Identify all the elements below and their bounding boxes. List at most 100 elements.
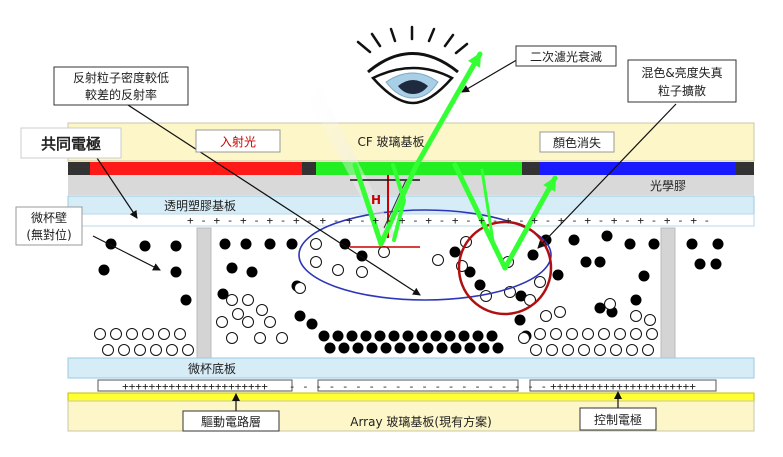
black-matrix bbox=[302, 162, 316, 175]
black-particle bbox=[286, 238, 298, 250]
black-particle bbox=[449, 246, 461, 258]
white-particle bbox=[310, 256, 322, 268]
driving-circuit-label: 驅動電路層 bbox=[201, 414, 261, 429]
black-particle bbox=[478, 342, 490, 354]
white-particle bbox=[182, 344, 194, 356]
white-particle bbox=[432, 254, 444, 266]
black-particle bbox=[552, 269, 564, 281]
black-particle bbox=[217, 288, 229, 300]
black-particle bbox=[408, 342, 420, 354]
micro-cup-wall-label-line2: (無對位) bbox=[26, 227, 71, 242]
reflective-label-line2: 較差的反射率 bbox=[85, 87, 157, 102]
micro-cup-wall-left bbox=[196, 227, 212, 359]
white-particle bbox=[102, 344, 114, 356]
white-particle bbox=[276, 332, 288, 344]
white-particle bbox=[626, 344, 638, 356]
white-particle bbox=[550, 328, 562, 340]
black-particle bbox=[318, 330, 330, 342]
black-particle bbox=[324, 342, 336, 354]
color-mix-label-line1: 混色&亮度失真 bbox=[641, 65, 722, 80]
black-particle bbox=[430, 330, 442, 342]
incident-light-beam bbox=[298, 80, 396, 240]
black-particle bbox=[422, 342, 434, 354]
incident-light-label: 入射光 bbox=[220, 134, 256, 149]
black-particle bbox=[527, 249, 539, 261]
double-filter-label: 二次濾光衰減 bbox=[530, 49, 602, 64]
red-filter bbox=[90, 162, 302, 175]
black-particle bbox=[464, 266, 476, 278]
blue-filter bbox=[540, 162, 736, 175]
white-particle bbox=[594, 344, 606, 356]
white-particle bbox=[134, 344, 146, 356]
black-particle bbox=[246, 266, 258, 278]
white-particle bbox=[242, 316, 254, 328]
white-particle bbox=[118, 344, 130, 356]
white-particle bbox=[598, 328, 610, 340]
black-particle bbox=[648, 238, 660, 250]
black-particle bbox=[219, 238, 231, 250]
white-particle bbox=[644, 314, 656, 326]
white-particle bbox=[356, 266, 368, 278]
white-particle bbox=[534, 328, 546, 340]
white-particle bbox=[566, 328, 578, 340]
micro-cup-wall-right bbox=[660, 227, 676, 359]
black-particle bbox=[139, 240, 151, 252]
array-glass-substrate-layer bbox=[67, 392, 755, 402]
color-mix-label-box bbox=[627, 59, 737, 103]
black-particle bbox=[694, 258, 706, 270]
black-particle bbox=[360, 330, 372, 342]
black-particle bbox=[492, 342, 504, 354]
white-particle bbox=[630, 328, 642, 340]
callout-arrow-reflective bbox=[107, 91, 421, 296]
reflective-label-box bbox=[53, 66, 189, 106]
black-particle bbox=[388, 330, 400, 342]
black-particle bbox=[712, 238, 724, 250]
black-particle bbox=[332, 330, 344, 342]
black-particle bbox=[346, 330, 358, 342]
white-particle bbox=[378, 246, 390, 258]
black-particle bbox=[416, 330, 428, 342]
electrode-mid-charges: - - - - - - - - - - - - - - - - - - - - bbox=[289, 380, 547, 393]
black-particle bbox=[402, 330, 414, 342]
white-particle bbox=[110, 328, 122, 340]
white-particle bbox=[142, 328, 154, 340]
black-particle bbox=[264, 238, 276, 250]
double-filter-label-box bbox=[515, 45, 617, 67]
black-particle bbox=[170, 240, 182, 252]
white-particle bbox=[604, 298, 616, 310]
white-particle bbox=[166, 344, 178, 356]
white-particle bbox=[294, 282, 306, 294]
black-particle bbox=[601, 230, 613, 242]
white-particle bbox=[530, 344, 542, 356]
black-particle bbox=[105, 238, 117, 250]
white-particle bbox=[216, 316, 228, 328]
black-particle bbox=[594, 302, 606, 314]
callout-arrow-common bbox=[94, 154, 138, 219]
black-particle bbox=[624, 238, 636, 250]
black-particle bbox=[638, 270, 650, 282]
white-particle bbox=[582, 328, 594, 340]
white-particle bbox=[264, 316, 276, 328]
electrode-left-charges: ++++++++++++++++++++++ bbox=[122, 380, 268, 393]
white-particle bbox=[226, 294, 238, 306]
black-particle bbox=[226, 262, 238, 274]
incident-light-box bbox=[195, 129, 281, 153]
callout-arrow-wall bbox=[92, 235, 161, 271]
color-vanish-label: 顏色消失 bbox=[553, 135, 601, 150]
white-particle bbox=[256, 304, 268, 316]
black-particle bbox=[710, 258, 722, 270]
black-particle bbox=[170, 266, 182, 278]
common-electrode-label: 共同電極 bbox=[41, 135, 101, 153]
green-filter bbox=[316, 162, 522, 175]
eye-icon bbox=[356, 25, 469, 105]
white-particle bbox=[226, 332, 238, 344]
black-particle bbox=[394, 342, 406, 354]
black-particle bbox=[98, 264, 110, 276]
green-light-rays bbox=[352, 51, 558, 271]
white-particle bbox=[242, 294, 254, 306]
black-matrix-left bbox=[68, 162, 90, 175]
control-electrode-box bbox=[579, 407, 657, 431]
white-particle bbox=[518, 332, 530, 344]
electrode-right-charges: ++++++++++++++++++++++ bbox=[550, 380, 696, 393]
